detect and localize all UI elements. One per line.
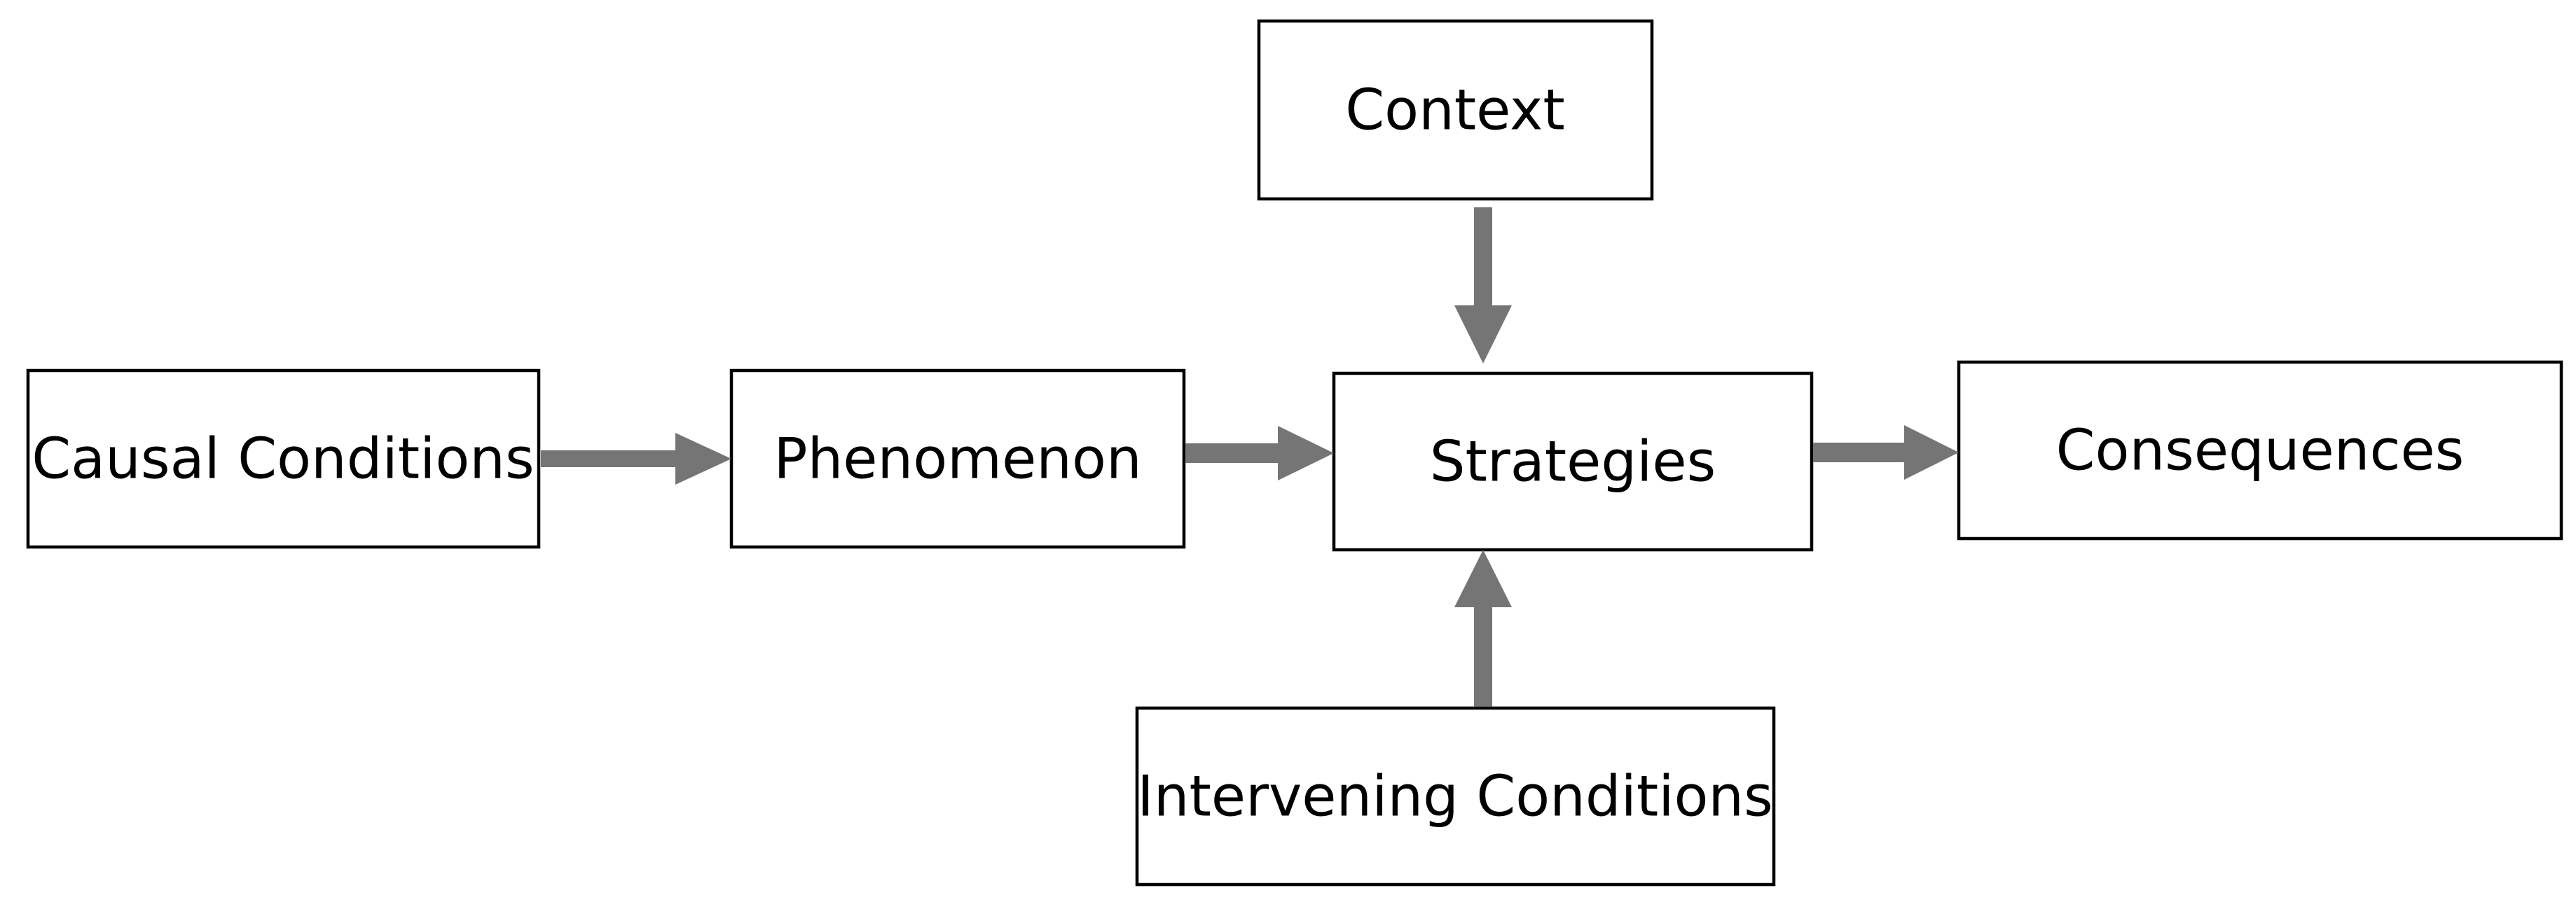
arrow-causal-to-phenomenon: [541, 433, 731, 485]
node-phenomenon-label: Phenomenon: [773, 427, 1141, 492]
arrow-strategies-to-consequences: [1813, 425, 1959, 480]
arrow-context-to-strategies: [1454, 207, 1512, 363]
node-consequences: Consequences: [1957, 360, 2563, 541]
node-intervening-conditions-label: Intervening Conditions: [1137, 764, 1773, 829]
node-strategies: Strategies: [1332, 371, 1814, 552]
arrow-intervening-to-strategies: [1454, 550, 1512, 707]
node-consequences-label: Consequences: [2056, 418, 2465, 483]
node-intervening-conditions: Intervening Conditions: [1135, 706, 1776, 887]
node-phenomenon: Phenomenon: [729, 368, 1186, 549]
node-causal-conditions-label: Causal Conditions: [32, 427, 534, 492]
node-causal-conditions: Causal Conditions: [26, 368, 541, 549]
node-context: Context: [1257, 19, 1654, 201]
arrow-phenomenon-to-strategies: [1185, 426, 1334, 480]
node-strategies-label: Strategies: [1430, 429, 1716, 494]
node-context-label: Context: [1345, 78, 1564, 143]
